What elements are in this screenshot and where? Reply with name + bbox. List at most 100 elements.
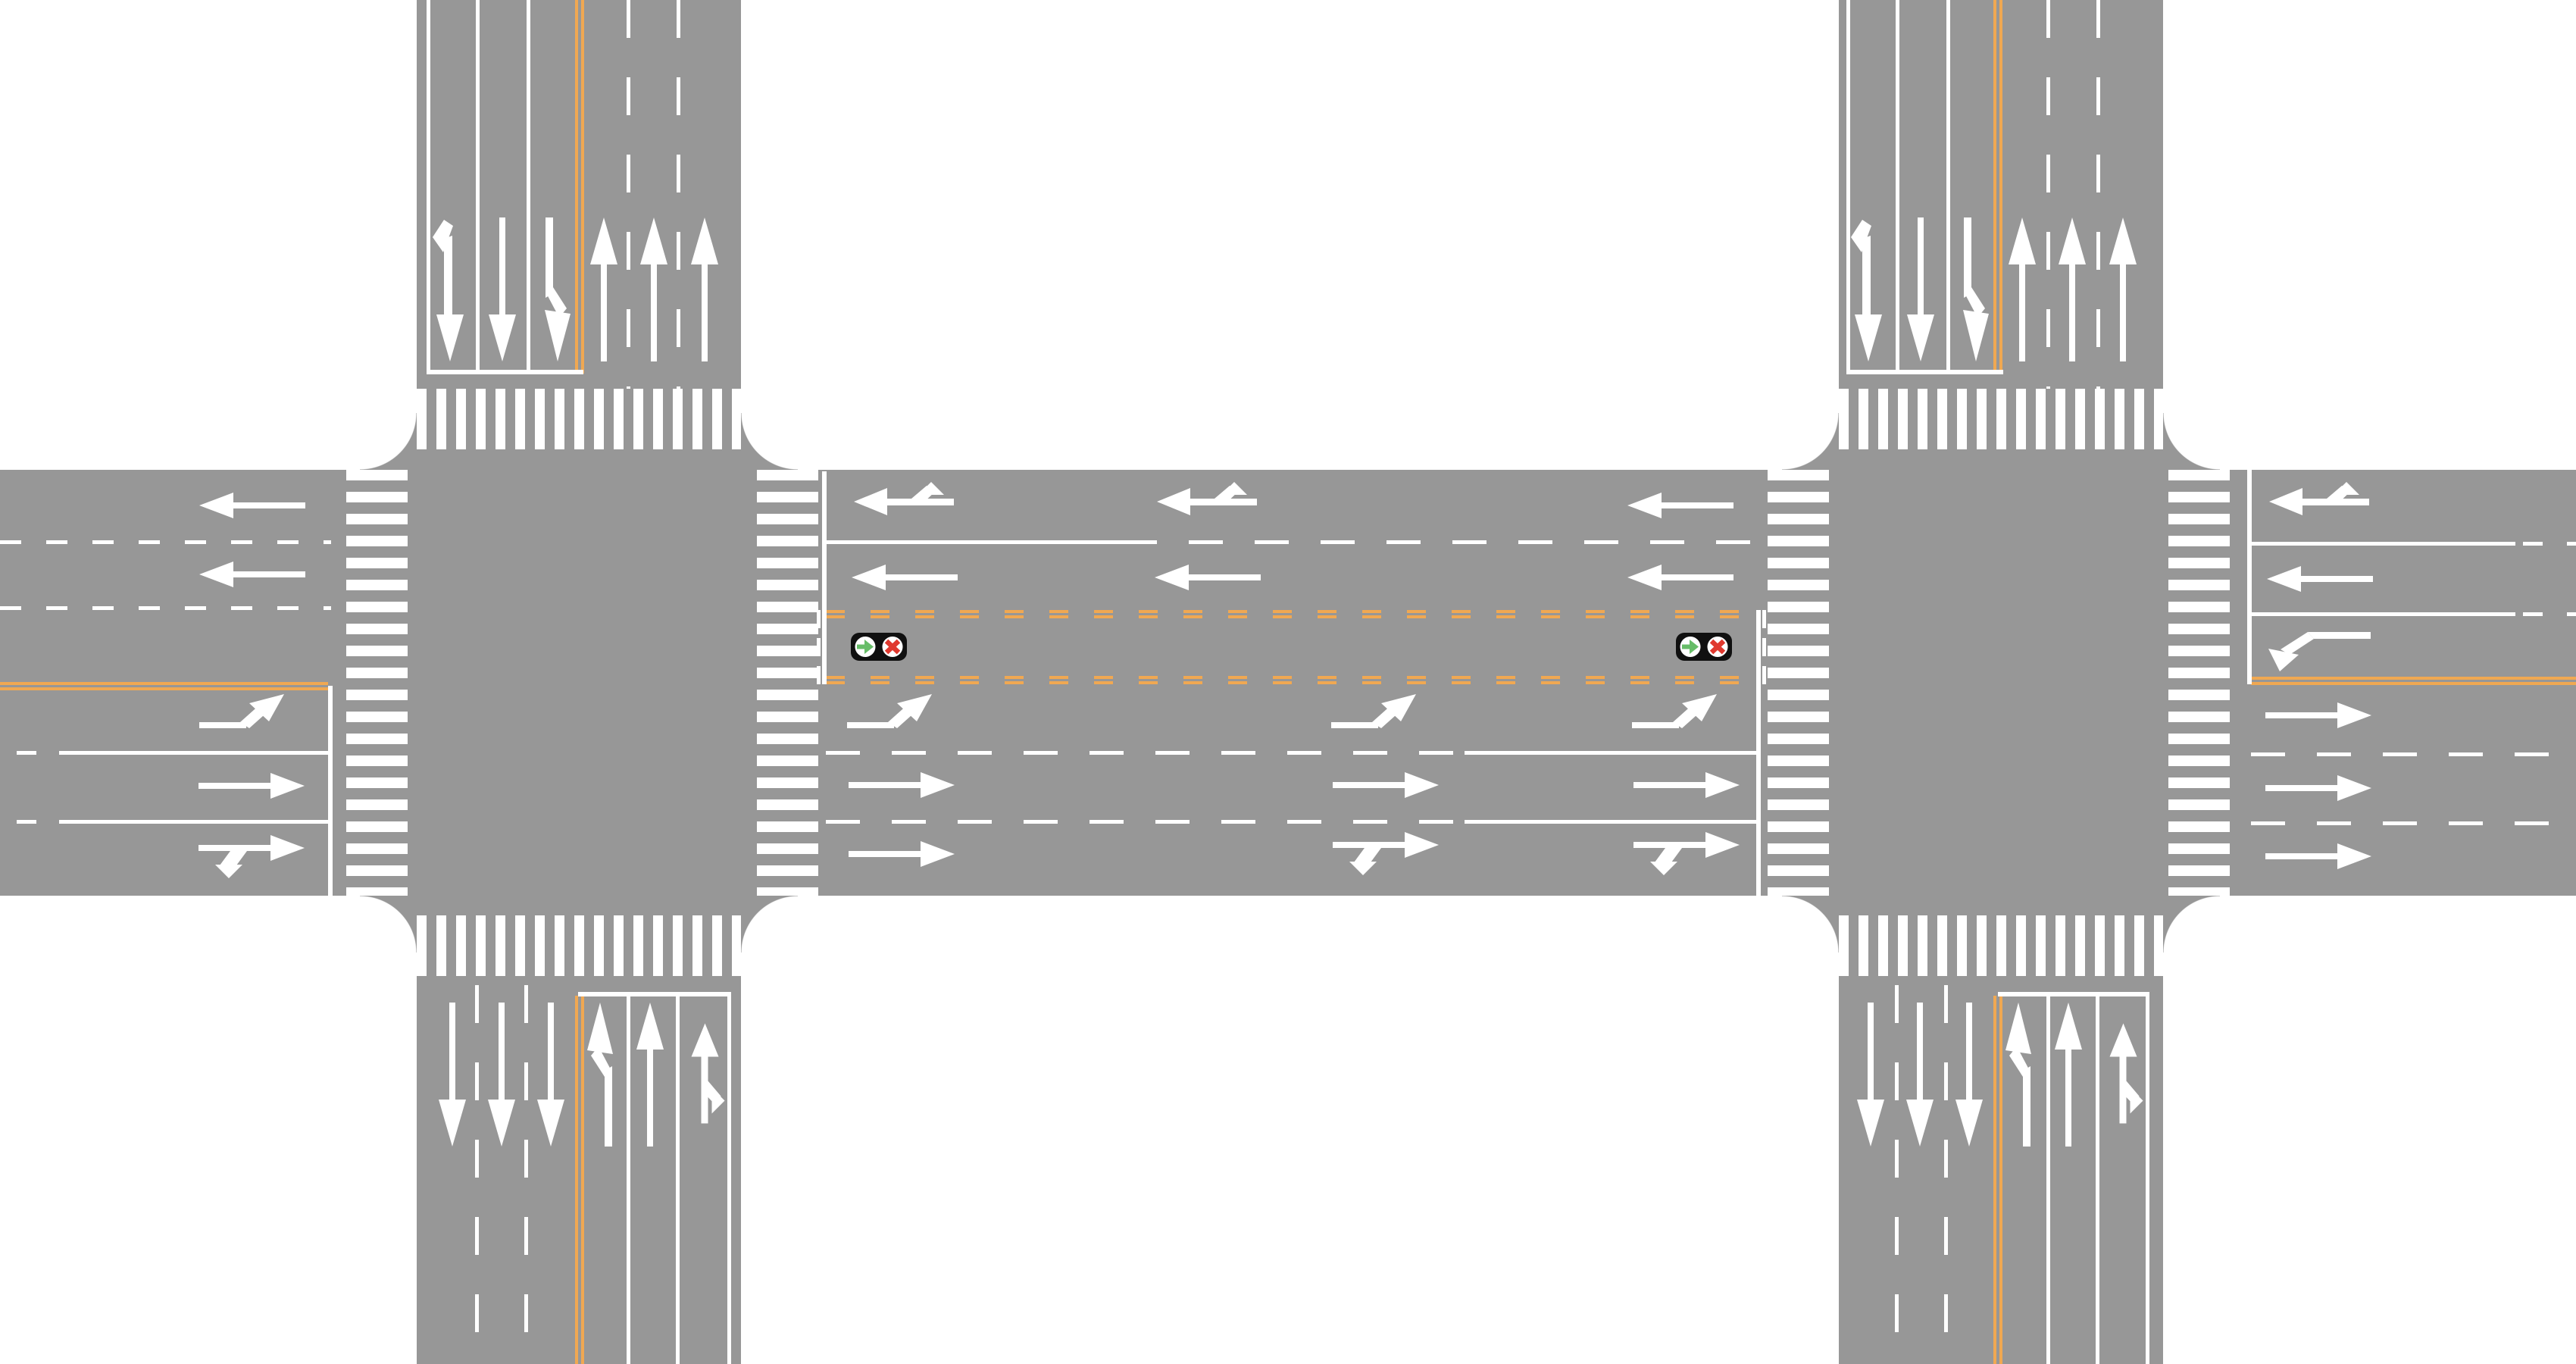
lane-arrow-vstraight — [2055, 1003, 2082, 1147]
line-rtop-divider2 — [1946, 0, 1950, 374]
line-ltop-divider1 — [476, 0, 480, 374]
lane-arrow-vstraight — [439, 1003, 466, 1147]
line-rtop-dash-divider1 — [2046, 0, 2050, 389]
lane-arrow-combo — [2109, 1023, 2143, 1124]
crosswalk-right-north — [1839, 389, 2163, 449]
lane-arrow-vstraight — [2109, 217, 2137, 361]
lane-arrow-vstraight — [640, 217, 667, 361]
line-ltop-dash-divider1 — [627, 0, 630, 389]
lane-arrow-vhookbr — [2005, 1003, 2031, 1147]
lane-arrow-merge — [846, 694, 932, 728]
corner-fillet-0-se — [741, 896, 798, 953]
corner-fillet-1-ne — [2163, 413, 2220, 470]
lane-arrow-straight — [199, 493, 305, 518]
lane-arrow-combo — [2268, 482, 2369, 515]
line-wb2-divider-east-dashed — [2523, 612, 2576, 616]
lane-arrow-combo — [691, 1023, 724, 1124]
lane-arrow-straight — [2265, 775, 2371, 801]
line-wb-divider-west-leg — [0, 540, 331, 544]
line-eb-divider1-mid-solid — [1465, 751, 1756, 755]
line-eb-divider2-mid-dashed — [826, 820, 1465, 824]
line-wb-divider-east-dashed — [2523, 542, 2576, 546]
line-eb-divider1-west-stub — [17, 751, 36, 755]
green-arrow-right-icon — [1682, 640, 1699, 654]
line-ltop-orange-1 — [575, 0, 578, 374]
line-center-orange-east-1 — [2251, 677, 2576, 680]
lane-arrow-fork — [1633, 832, 1740, 875]
red-x-icon — [884, 639, 901, 655]
lane-arrow-fork — [1333, 832, 1439, 875]
lane-arrow-straight — [199, 773, 305, 799]
lane-arrow-vstraight — [488, 1003, 515, 1147]
lane-arrow-straight — [1627, 493, 1733, 518]
lane-arrow-straight — [1633, 772, 1740, 798]
line-rbot-divider1 — [2046, 996, 2050, 1364]
line-reversible-bot-orange-2 — [826, 681, 1756, 684]
line-rbot-orange-1 — [1993, 996, 1996, 1364]
line-lbot-dash-divider2 — [524, 985, 528, 1364]
crosswalk-left-west — [346, 470, 408, 896]
lane-arrow-vstraight — [1906, 1003, 1934, 1147]
line-eb-divider2-east — [2251, 821, 2576, 825]
corner-fillet-1-nw — [1782, 413, 1839, 470]
line-center-orange-east-2 — [2251, 682, 2576, 685]
crosswalk-right-south — [1839, 915, 2163, 976]
crosswalk-right-east — [2168, 470, 2230, 896]
line-wb-divider-east-solid — [2251, 542, 2515, 546]
lane-arrow-straight — [199, 562, 305, 587]
line-eb-divider1-east — [2251, 752, 2576, 756]
line-wb-divider-mid-solid — [826, 540, 1123, 544]
lane-arrow-vstraight — [2059, 217, 2086, 361]
lane-arrow-vstraight — [1955, 1003, 1983, 1147]
lane-arrow-vhookbr — [545, 217, 571, 361]
lane-arrow-straight — [1333, 772, 1439, 798]
line-lbot-orange-2 — [581, 996, 584, 1364]
line-stop-line-eb-left-box — [328, 686, 333, 896]
lane-arrow-straight — [2267, 566, 2373, 592]
line-ltop-dash-divider2 — [677, 0, 680, 389]
line-lbot-edge-line — [727, 992, 731, 1364]
line-eb-divider2-west-solid — [59, 820, 330, 824]
corner-fillet-1-se — [2163, 896, 2220, 953]
corner-fillet-0-ne — [741, 413, 798, 470]
line-stop-line-nb-right-box — [1998, 992, 2149, 996]
lane-arrow-vstraight — [537, 1003, 564, 1147]
lane-arrow-vhooktl — [1851, 220, 1882, 361]
lane-arrow-vstraight — [636, 1003, 664, 1147]
line-eb-divider1-mid-dashed — [826, 751, 1465, 755]
line-wb-divider-mid-dashed — [1123, 540, 1756, 544]
line-stop-line-sb-left-box — [427, 370, 583, 374]
line-stop-line-wb-right-box — [2247, 470, 2252, 684]
red-x-icon — [1709, 639, 1726, 655]
line-center-orange-west-2 — [0, 687, 328, 690]
lane-arrow-vstraight — [489, 217, 516, 361]
lane-arrow-fork — [199, 835, 305, 878]
lane-arrow-straight — [852, 565, 958, 590]
corner-fillet-1-sw — [1782, 896, 1839, 953]
lane-arrow-vstraight — [590, 217, 617, 361]
lane-arrow-merge — [199, 694, 284, 728]
lane-arrow-vhookbr — [1963, 217, 1989, 361]
line-wb2-divider-west-leg — [0, 606, 331, 610]
lane-arrow-straight — [849, 772, 955, 798]
line-lbot-divider1 — [627, 996, 630, 1364]
road-vertical-0 — [417, 0, 741, 1364]
lane-arrow-straight — [2265, 843, 2371, 869]
lane-arrow-vstraight — [2009, 217, 2036, 361]
line-lbot-orange-1 — [575, 996, 578, 1364]
line-rbot-dash-divider1 — [1895, 985, 1899, 1364]
line-eb-divider2-mid-solid — [1465, 820, 1756, 824]
reversible-lane-signal-west — [851, 633, 907, 661]
line-ltop-divider2 — [527, 0, 530, 374]
line-eb-divider1-west-solid — [59, 751, 330, 755]
line-mid-west-end-line — [822, 471, 827, 684]
line-rbot-orange-2 — [1999, 996, 2002, 1364]
line-ltop-orange-2 — [581, 0, 584, 374]
line-stop-line-sb-right-box — [1846, 370, 2003, 374]
lane-arrow-vstraight — [1907, 217, 1934, 361]
line-ltop-edge-line — [427, 0, 430, 374]
lane-arrow-vhooktl — [433, 220, 464, 361]
line-mid-east-end-line — [1756, 610, 1761, 896]
corner-fillet-0-nw — [360, 413, 417, 470]
